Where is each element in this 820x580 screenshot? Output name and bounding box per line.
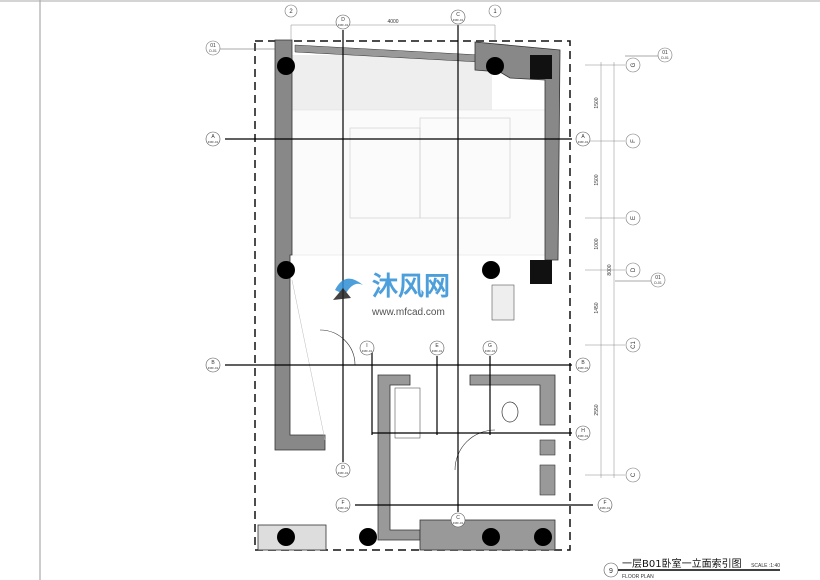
door-swing xyxy=(454,429,496,471)
watermark-text: 沐风网 xyxy=(372,272,450,302)
title-block: 9 一层B01卧室一立面索引图 SCALE :1:40 FLOOR PLAN xyxy=(603,557,780,580)
grid-bubbles xyxy=(284,4,641,483)
detail-ref: 01D-01 xyxy=(650,272,666,288)
svg-text:D: D xyxy=(341,465,345,471)
door-swing xyxy=(319,329,356,366)
svg-text:I: I xyxy=(366,343,367,349)
grid-axis-label: D xyxy=(631,267,637,272)
svg-text:D-01: D-01 xyxy=(661,56,669,60)
svg-text:A: A xyxy=(581,134,585,140)
svg-text:01: 01 xyxy=(210,43,216,49)
column-block xyxy=(530,55,552,79)
dimension-total: 8000 xyxy=(607,264,613,275)
plan-boundary xyxy=(254,40,571,551)
svg-text:C: C xyxy=(456,12,460,18)
watermark-logo: 沐风网 www.mfcad.com xyxy=(333,272,450,318)
hatched-area xyxy=(292,55,492,110)
grid-axis-label: C1 xyxy=(631,341,637,349)
svg-text:D-01: D-01 xyxy=(654,281,662,285)
grid-lines xyxy=(290,24,625,478)
svg-text:FMF-01: FMF-01 xyxy=(362,349,373,353)
svg-text:FMF-01: FMF-01 xyxy=(338,23,349,27)
bath-wall xyxy=(377,374,421,541)
svg-text:A: A xyxy=(211,134,215,140)
cabinet xyxy=(491,284,515,321)
stair-line xyxy=(291,279,326,441)
svg-text:B: B xyxy=(211,360,215,366)
drawing-title: 一层B01卧室一立面索引图 xyxy=(622,557,742,570)
svg-text:FMF-01: FMF-01 xyxy=(578,366,589,370)
wall-stub xyxy=(539,464,556,496)
bed-area xyxy=(291,109,548,256)
grid-axis-label: 1 xyxy=(493,9,497,15)
dimension-top: 4000 xyxy=(387,19,398,25)
grid-axis-label: F xyxy=(631,139,637,143)
drawing-scale: SCALE :1:40 xyxy=(751,563,780,569)
svg-text:01: 01 xyxy=(655,275,661,281)
section-lines xyxy=(225,25,593,512)
svg-text:FMF-01: FMF-01 xyxy=(338,506,349,510)
grid-axis-label: 2 xyxy=(289,9,293,15)
svg-text:FMF-01: FMF-01 xyxy=(578,434,589,438)
toilet xyxy=(501,401,519,423)
svg-text:FMF-01: FMF-01 xyxy=(453,18,464,22)
dimension: 2550 xyxy=(594,404,600,415)
svg-text:G: G xyxy=(488,343,492,349)
svg-text:F: F xyxy=(603,500,606,506)
svg-text:FMF-01: FMF-01 xyxy=(208,140,219,144)
detail-ref: 01D-01 xyxy=(205,40,221,56)
svg-text:D: D xyxy=(341,17,345,23)
svg-text:FMF-01: FMF-01 xyxy=(432,349,443,353)
wc-wall xyxy=(469,374,556,426)
west-wall xyxy=(274,39,326,451)
dimension: 1500 xyxy=(594,97,600,108)
dimension: 1500 xyxy=(594,174,600,185)
watermark-url: www.mfcad.com xyxy=(371,307,445,318)
svg-text:F: F xyxy=(341,500,344,506)
svg-text:FMF-01: FMF-01 xyxy=(338,471,349,475)
svg-text:FMF-01: FMF-01 xyxy=(485,349,496,353)
grid-axis-label: E xyxy=(631,216,637,220)
dimension: 1450 xyxy=(594,302,600,313)
dimension: 1000 xyxy=(594,238,600,249)
svg-text:FMF-01: FMF-01 xyxy=(208,366,219,370)
svg-text:FMF-01: FMF-01 xyxy=(600,506,611,510)
structural-columns xyxy=(277,57,552,546)
svg-text:B: B xyxy=(581,360,585,366)
vanity xyxy=(394,387,421,439)
drawing-number: 9 xyxy=(609,568,613,575)
column-block xyxy=(530,260,552,284)
svg-text:E: E xyxy=(435,343,439,349)
wall-stub xyxy=(539,439,556,456)
svg-text:D-01: D-01 xyxy=(209,49,217,53)
detail-ref: 01D-01 xyxy=(657,47,673,63)
grid-axis-label: G xyxy=(631,62,637,67)
grid-axis-label: C xyxy=(631,472,637,477)
svg-text:H: H xyxy=(581,428,585,434)
svg-text:01: 01 xyxy=(662,50,668,56)
svg-text:FMF-01: FMF-01 xyxy=(578,140,589,144)
svg-text:FMF-01: FMF-01 xyxy=(453,521,464,525)
svg-text:C: C xyxy=(456,515,460,521)
furniture xyxy=(419,117,511,219)
drawing-subtitle: FLOOR PLAN xyxy=(622,574,654,580)
